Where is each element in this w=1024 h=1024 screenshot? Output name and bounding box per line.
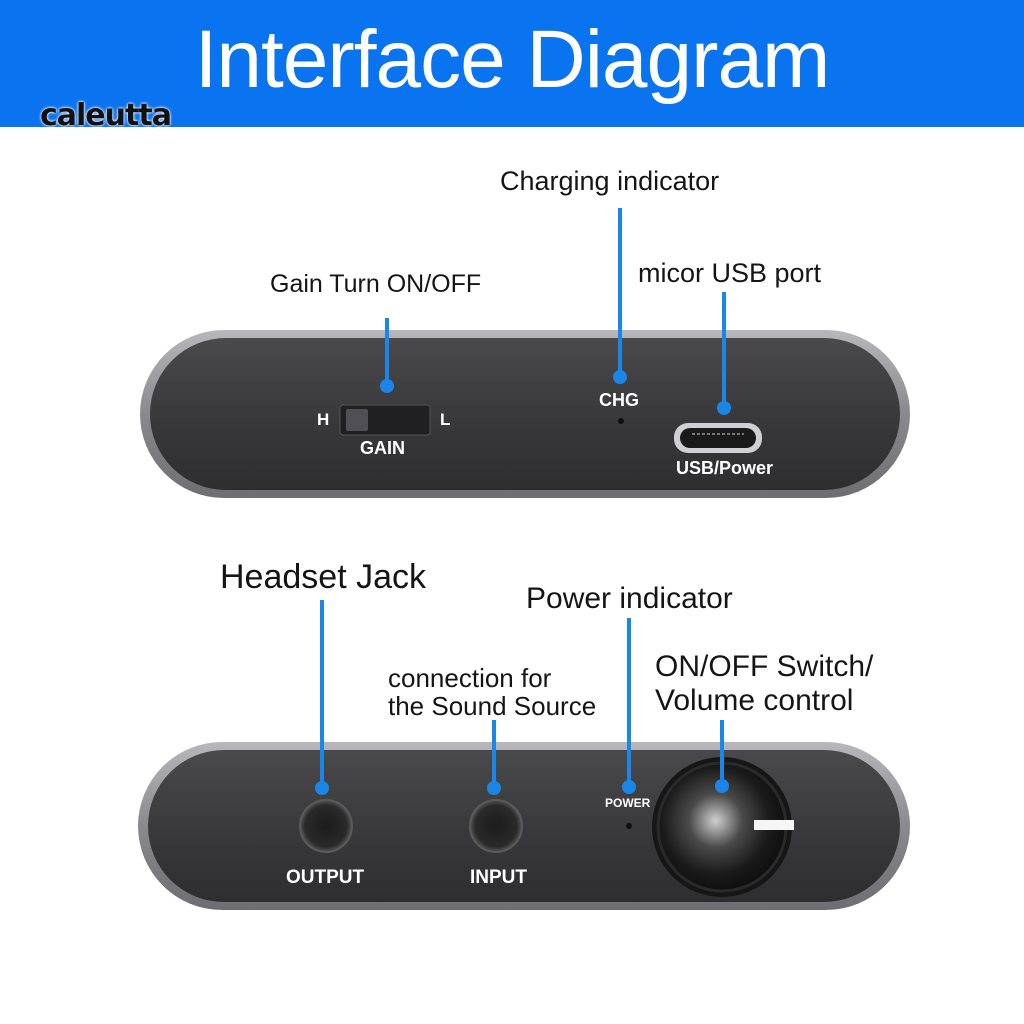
source-leader-dot [487, 781, 501, 795]
charging-led [618, 418, 624, 424]
usb-leader-dot [717, 401, 731, 415]
output-text: OUTPUT [286, 867, 365, 888]
chg-text: CHG [599, 390, 639, 410]
top-panel [140, 330, 910, 498]
output-jack[interactable] [299, 799, 353, 853]
source-callout-line1: connection for [388, 663, 552, 693]
title-banner: Interface Diagram [0, 0, 1024, 127]
usb-power-text: USB/Power [676, 458, 774, 478]
page-title: Interface Diagram [194, 14, 831, 105]
power-callout: Power indicator [526, 582, 733, 615]
charging-callout: Charging indicator [500, 166, 720, 196]
micro-usb-port[interactable] [674, 423, 762, 453]
brand-watermark: caleutta [40, 98, 172, 133]
volume-knob[interactable] [652, 757, 794, 897]
usb-callout: micor USB port [638, 258, 822, 288]
gain-switch[interactable] [339, 404, 431, 436]
switch-callout-line2: Volume control [655, 684, 854, 717]
switch-callout-line1: ON/OFF Switch/ [655, 650, 874, 683]
top-panel-face [150, 338, 900, 490]
gain-low-text: L [440, 410, 451, 429]
charging-leader-dot [613, 370, 627, 384]
gain-text: GAIN [360, 438, 405, 458]
switch-leader-dot [715, 779, 729, 793]
headset-callout: Headset Jack [220, 558, 426, 596]
headset-leader-dot [315, 781, 329, 795]
source-callout-line2: the Sound Source [388, 691, 597, 721]
power-leader-dot [622, 780, 636, 794]
gain-leader-dot [380, 379, 394, 393]
input-jack[interactable] [469, 799, 523, 853]
input-text: INPUT [470, 867, 527, 888]
leader-lines [315, 208, 731, 795]
gain-high-text: H [317, 410, 330, 429]
gain-callout: Gain Turn ON/OFF [270, 270, 482, 298]
power-led [626, 823, 632, 829]
power-text: POWER [605, 796, 651, 810]
